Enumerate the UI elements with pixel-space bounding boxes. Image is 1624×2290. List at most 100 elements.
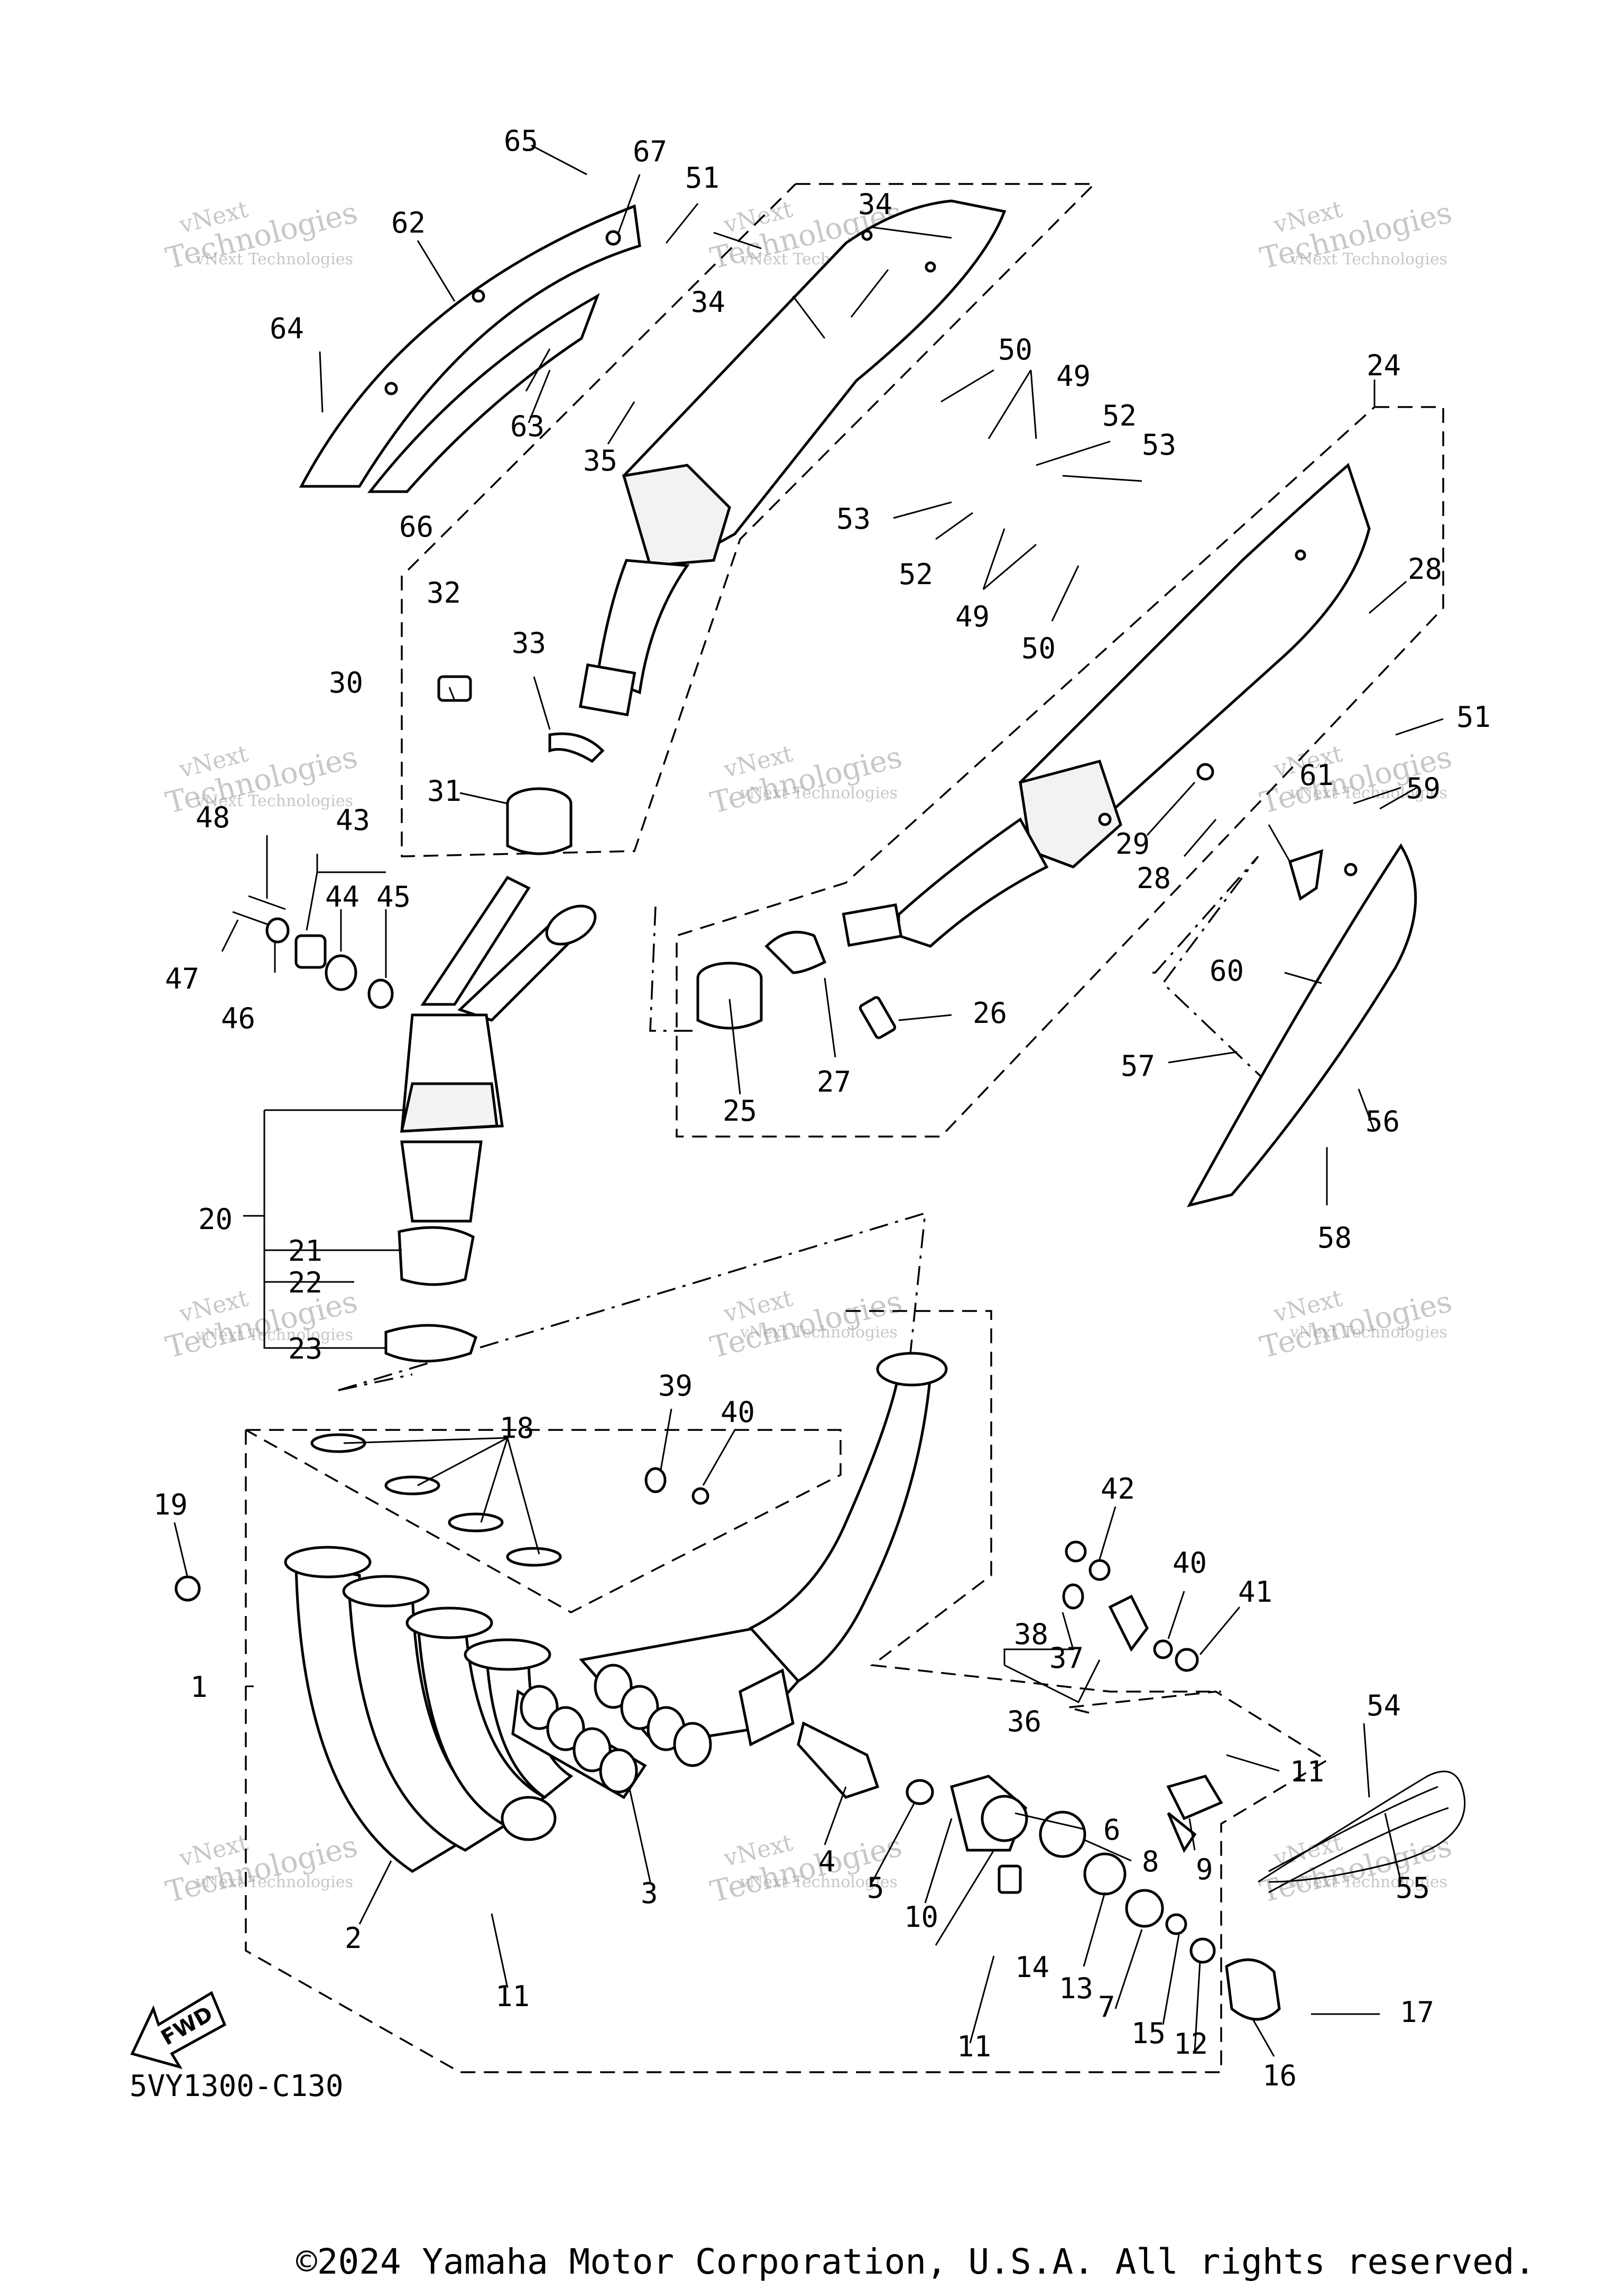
label-2: 2: [345, 1922, 362, 1955]
watermark-small: vNext Technologies: [195, 1326, 353, 1344]
label-8: 8: [1142, 1845, 1159, 1878]
label-23: 23: [288, 1332, 322, 1365]
watermark-small: vNext Technologies: [1289, 1323, 1447, 1342]
label-58: 58: [1317, 1221, 1352, 1254]
label-53: 53: [836, 502, 871, 535]
svg-text:Technologies: Technologies: [162, 1829, 361, 1910]
label-51-top: 51: [685, 161, 719, 195]
part-labels: 65 67 51 34 62 34 64 50 24 49 52 63 53 3…: [153, 124, 1491, 2092]
label-22: 22: [288, 1266, 322, 1299]
label-14: 14: [1015, 1951, 1049, 1984]
collector: [511, 1352, 948, 1799]
label-49: 49: [955, 600, 990, 633]
watermark: vNext Technologies: [162, 1829, 361, 1910]
watermark: vNext Technologies: [707, 740, 905, 821]
label-30: 30: [329, 666, 363, 699]
label-19: 19: [153, 1488, 188, 1521]
label-27: 27: [817, 1065, 851, 1098]
svg-text:Technologies: Technologies: [162, 1285, 361, 1365]
label-56: 56: [1365, 1105, 1400, 1138]
label-12: 12: [1174, 2027, 1208, 2061]
label-3: 3: [641, 1877, 658, 1910]
label-7: 7: [1098, 1990, 1115, 2024]
label-11-left: 11: [495, 1980, 530, 2013]
label-51: 51: [1456, 700, 1491, 734]
label-53-top: 53: [1142, 428, 1176, 461]
label-5: 5: [867, 1871, 884, 1905]
outline-group-1c: [846, 1310, 1221, 1693]
leader-lines: [173, 144, 1444, 2057]
label-13: 13: [1059, 1972, 1093, 2005]
watermark: vNext Technologies: [1257, 1285, 1455, 1365]
label-17: 17: [1400, 1996, 1434, 2029]
label-4: 4: [818, 1845, 836, 1878]
label-1: 1: [190, 1670, 208, 1704]
mid-pipe: [384, 875, 597, 1363]
label-20: 20: [198, 1203, 233, 1236]
link-line-header: [338, 1212, 927, 1391]
label-11: 11: [957, 2030, 991, 2063]
label-9: 9: [1196, 1853, 1213, 1886]
label-66: 66: [399, 510, 433, 543]
label-18: 18: [500, 1411, 534, 1445]
label-52-top: 52: [1102, 399, 1137, 432]
heat-shield-left: [299, 204, 641, 493]
label-15: 15: [1131, 2017, 1166, 2050]
label-40: 40: [1173, 1546, 1207, 1580]
label-28: 28: [1137, 862, 1171, 895]
bracket-36: [644, 1467, 1199, 1672]
label-63: 63: [510, 410, 545, 443]
label-45: 45: [376, 880, 411, 913]
label-31: 31: [427, 774, 462, 808]
label-29: 29: [1115, 827, 1150, 861]
label-48: 48: [196, 801, 230, 834]
fwd-arrow-icon: FWD: [130, 1991, 227, 2070]
label-16: 16: [1262, 2059, 1297, 2092]
copyright-text: ©2024 Yamaha Motor Corporation, U.S.A. A…: [296, 2241, 1536, 2282]
diagram-code: 5VY1300-C130: [130, 2069, 344, 2103]
label-46: 46: [221, 1002, 255, 1035]
label-34: 34: [691, 285, 725, 319]
label-33: 33: [512, 626, 546, 660]
link-line-mid: [649, 906, 693, 1032]
outline-group-1: [245, 1429, 842, 1613]
label-61: 61: [1299, 759, 1334, 792]
heat-shield-right: [1187, 843, 1417, 1207]
watermark-small: vNext Technologies: [1289, 250, 1447, 269]
label-26: 26: [973, 996, 1007, 1030]
label-43: 43: [336, 804, 370, 837]
label-47: 47: [165, 962, 199, 995]
group-outlines: [245, 183, 1444, 2073]
watermark-small: vNext Technologies: [195, 250, 353, 269]
label-6: 6: [1103, 1813, 1121, 1846]
label-44: 44: [325, 880, 359, 913]
label-52: 52: [899, 558, 933, 591]
exhaust-headers: [174, 1433, 574, 1873]
label-25: 25: [723, 1094, 757, 1128]
watermark-small: vNext Technologies: [1289, 784, 1447, 802]
label-50: 50: [1021, 632, 1056, 665]
label-54: 54: [1367, 1689, 1401, 1722]
outline-group-24: [676, 406, 1444, 1138]
label-36: 36: [1007, 1705, 1041, 1738]
link-line-header2: [338, 1373, 413, 1391]
label-11-right: 11: [1290, 1755, 1324, 1788]
label-28-top: 28: [1408, 552, 1442, 586]
label-49-top: 49: [1056, 359, 1091, 393]
watermark-small: vNext Technologies: [195, 792, 353, 810]
label-55: 55: [1396, 1871, 1430, 1905]
svg-text:Technologies: Technologies: [707, 740, 905, 821]
label-39: 39: [658, 1369, 693, 1402]
watermark: vNext Technologies: [707, 1285, 905, 1365]
watermark-small: vNext Technologies: [740, 1873, 898, 1891]
label-59: 59: [1406, 772, 1441, 805]
label-62: 62: [391, 206, 426, 239]
label-21: 21: [288, 1234, 322, 1268]
label-50-top: 50: [998, 333, 1032, 366]
label-40-top: 40: [721, 1396, 755, 1429]
bracket-43: [232, 895, 394, 1009]
clamp-parts-left: [437, 675, 605, 855]
watermark: vNext Technologies: [162, 1285, 361, 1365]
label-34-top: 34: [858, 188, 892, 221]
